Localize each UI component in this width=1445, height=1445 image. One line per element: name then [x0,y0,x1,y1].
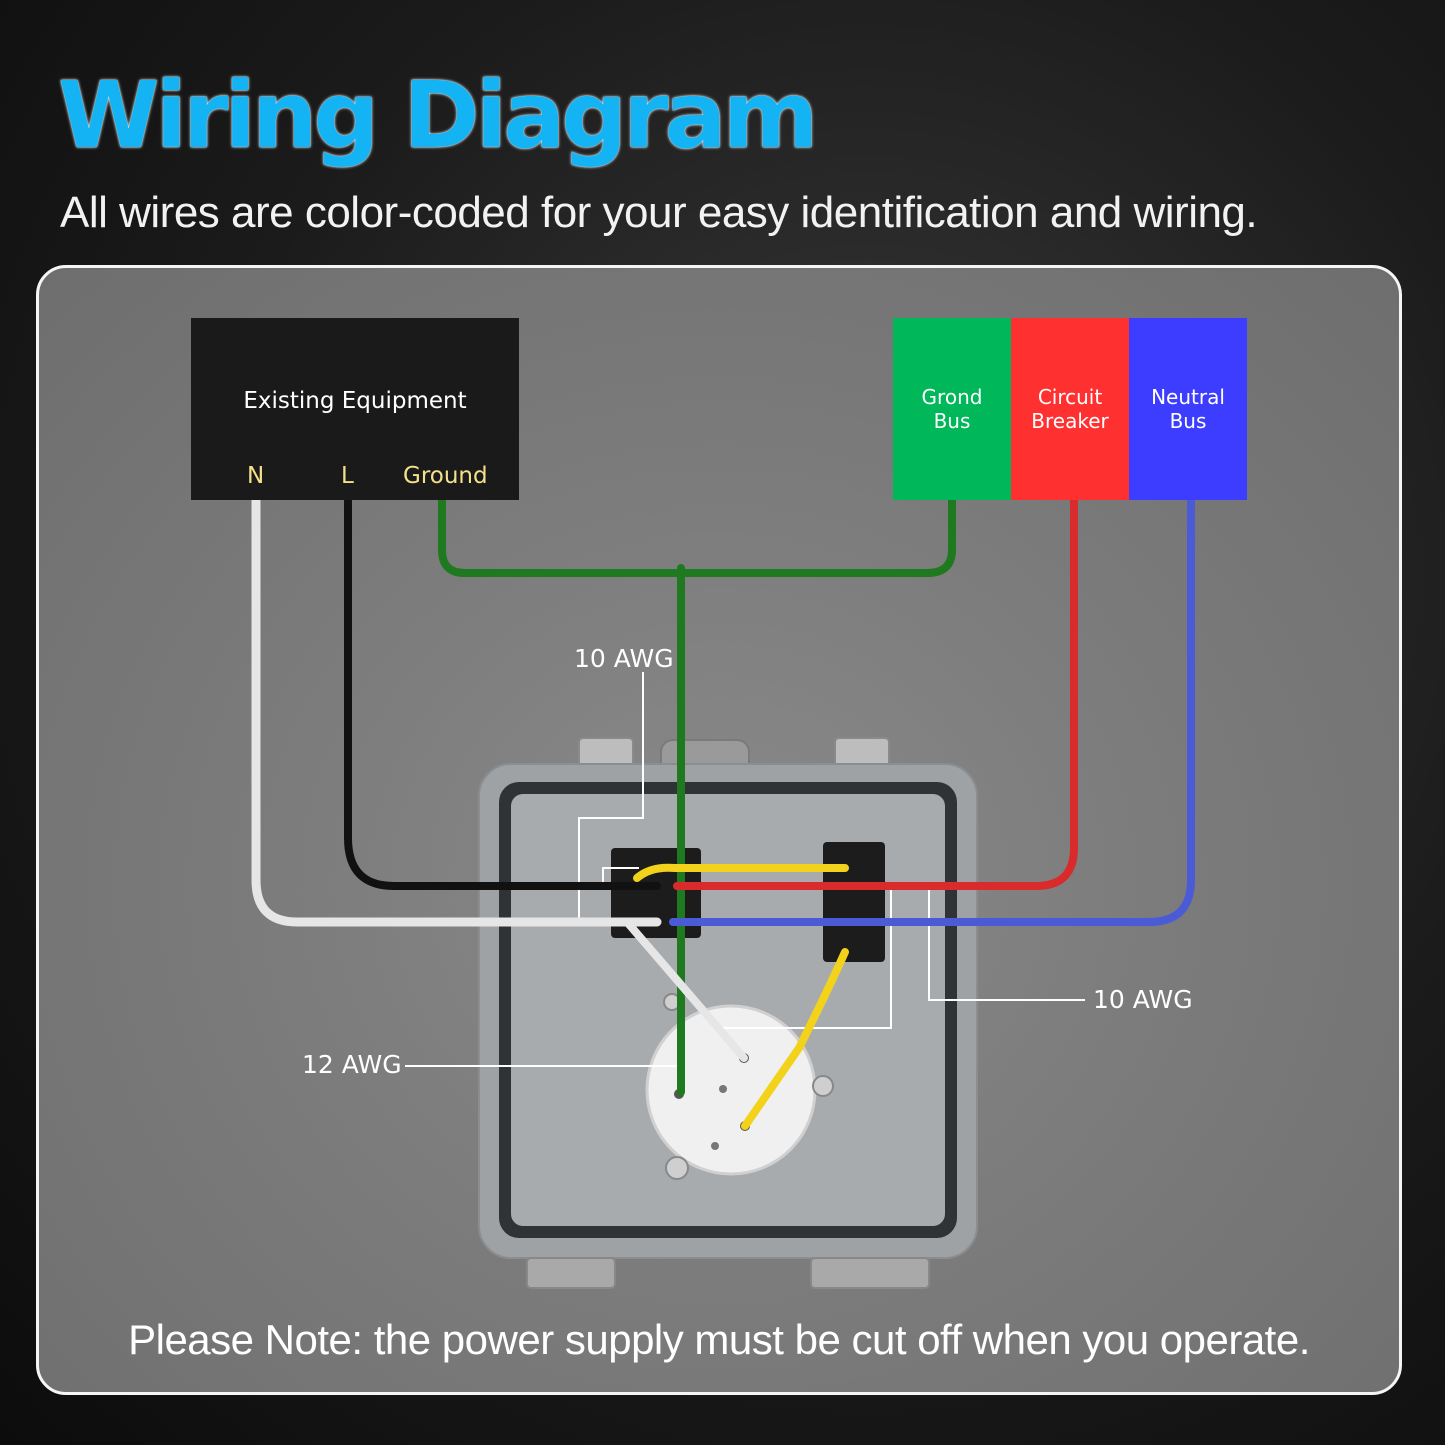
enclosure [478,737,978,1289]
diagram-panel: Existing Equipment N L Ground Grond Bus … [36,265,1402,1395]
wiring-drawing [251,496,1195,1289]
neutral-wire-blue [669,497,1195,926]
neutral-bus-box: Neutral Bus [1129,318,1247,500]
white-wire-receptacle [623,918,748,1062]
ground-bus-box: Grond Bus [893,318,1011,500]
screw-bottom [665,1156,689,1180]
terminal-block-right [823,842,885,962]
line-wire [344,497,661,890]
receptacle [645,1004,817,1176]
safety-note: Please Note: the power supply must be cu… [128,1316,1310,1363]
existing-equipment-box: Existing Equipment N L Ground [191,318,519,500]
screw-right [812,1075,834,1097]
page-title: Wiring Diagram [58,62,818,169]
circuit-breaker-box: Circuit Breaker [1011,318,1129,500]
terminal-ground-label: Ground [403,463,488,489]
hot-wire-red [673,497,1078,890]
ground-wire-bus-link [438,497,956,577]
terminal-l-label: L [341,463,354,489]
yellow-wire-receptacle [741,948,849,1130]
awg-label-left: 12 AWG [302,1050,402,1079]
bottom-hinge-left [526,1257,616,1289]
neutral-wire [251,496,662,927]
bottom-hinge-right [810,1257,930,1289]
existing-equipment-label: Existing Equipment [243,388,467,414]
terminal-n-label: N [247,463,265,489]
awg-label-top: 10 AWG [574,644,674,673]
yellow-jumper [633,863,849,882]
wires [251,496,1195,1130]
awg-label-right: 10 AWG [1093,985,1193,1014]
page-subtitle: All wires are color-coded for your easy … [60,188,1258,237]
